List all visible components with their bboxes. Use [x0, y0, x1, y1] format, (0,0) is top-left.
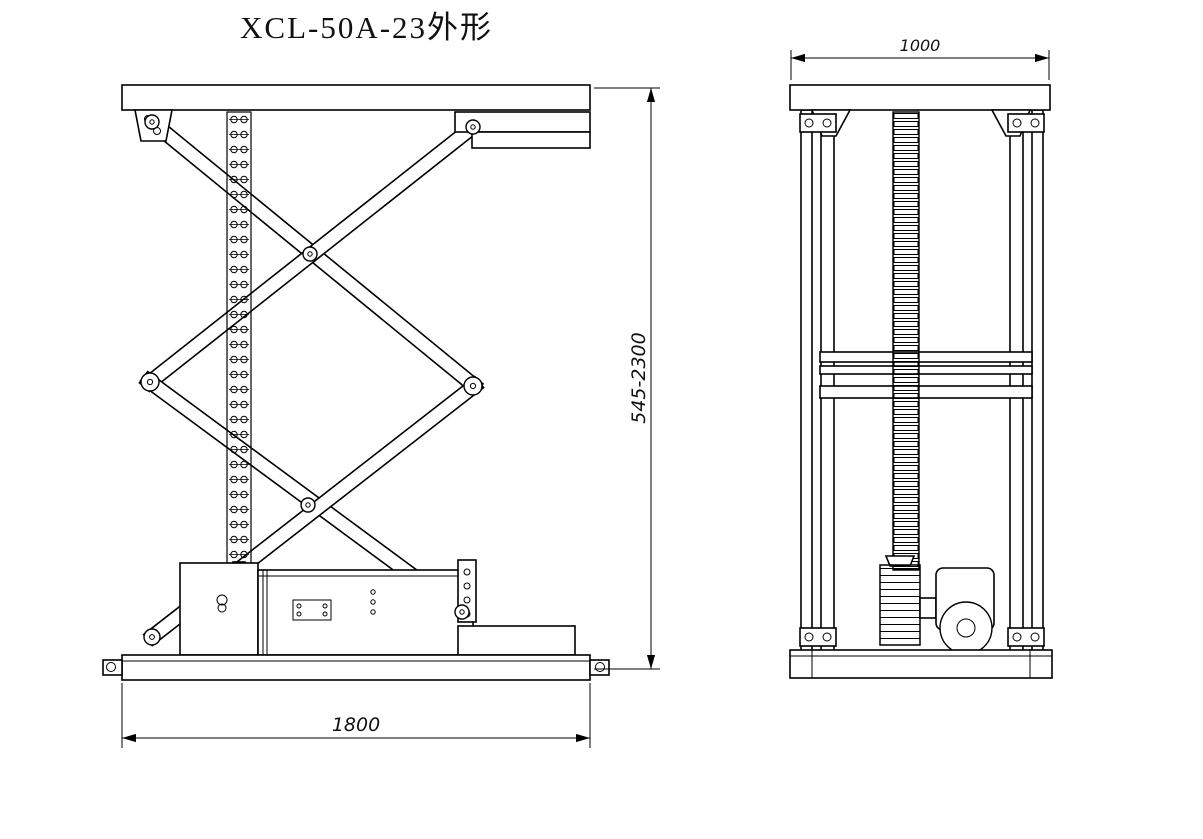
platform-sub-rail-2	[471, 131, 591, 149]
post-left-inner	[820, 109, 835, 656]
dim-platform-depth-label: 1000	[900, 36, 941, 55]
clamp-blocks	[799, 113, 1045, 647]
top-platform-front	[789, 84, 1051, 137]
drawing-title: XCL-50A-23外形	[240, 10, 493, 45]
pivot-pin	[465, 119, 481, 135]
base-assembly-side	[179, 559, 576, 656]
post-right-inner	[1009, 109, 1024, 656]
dimension-base-width: 1800	[121, 683, 591, 748]
base-left-box	[179, 562, 259, 656]
chain-column-front	[892, 111, 920, 571]
chain-column-side	[226, 111, 252, 591]
guide-posts	[800, 109, 1044, 656]
motor-end-bell	[939, 601, 993, 655]
pivot-pin	[140, 372, 160, 392]
dim-base-width-label: 1800	[332, 714, 380, 736]
roller-ramp-block	[457, 625, 576, 656]
base-plate	[121, 654, 591, 681]
front-view	[789, 84, 1053, 679]
pivot-pin	[144, 114, 160, 130]
motor-shaft	[919, 597, 937, 619]
roller-pin	[454, 604, 470, 620]
dim-height-label: 545-2300	[628, 332, 650, 423]
center-pivot-pin	[302, 246, 318, 262]
right-lug	[589, 659, 610, 676]
pivot-pin	[143, 628, 161, 646]
bolt-hole	[217, 603, 227, 613]
left-lug	[102, 659, 123, 676]
cross-members	[819, 351, 1033, 399]
pivot-pins	[140, 114, 483, 646]
drive-unit	[879, 555, 995, 655]
center-pivot-pin	[300, 497, 316, 513]
post-left-outer	[800, 109, 813, 656]
bottom-base-side	[102, 654, 610, 681]
platform-plate	[789, 84, 1051, 111]
nameplate	[292, 599, 332, 621]
base-plate	[789, 649, 1053, 679]
gearbox	[879, 564, 921, 646]
platform-plate	[121, 84, 591, 111]
bottom-base-front	[789, 649, 1053, 679]
chain-strip	[226, 111, 252, 591]
pivot-pin	[463, 376, 483, 396]
top-platform-side	[121, 84, 591, 149]
post-right-outer	[1031, 109, 1044, 656]
dimension-height: 545-2300	[594, 87, 660, 670]
bolt-hole	[216, 594, 228, 606]
control-box	[257, 569, 474, 656]
side-view	[102, 84, 610, 681]
dimension-platform-depth: 1000	[790, 36, 1050, 80]
